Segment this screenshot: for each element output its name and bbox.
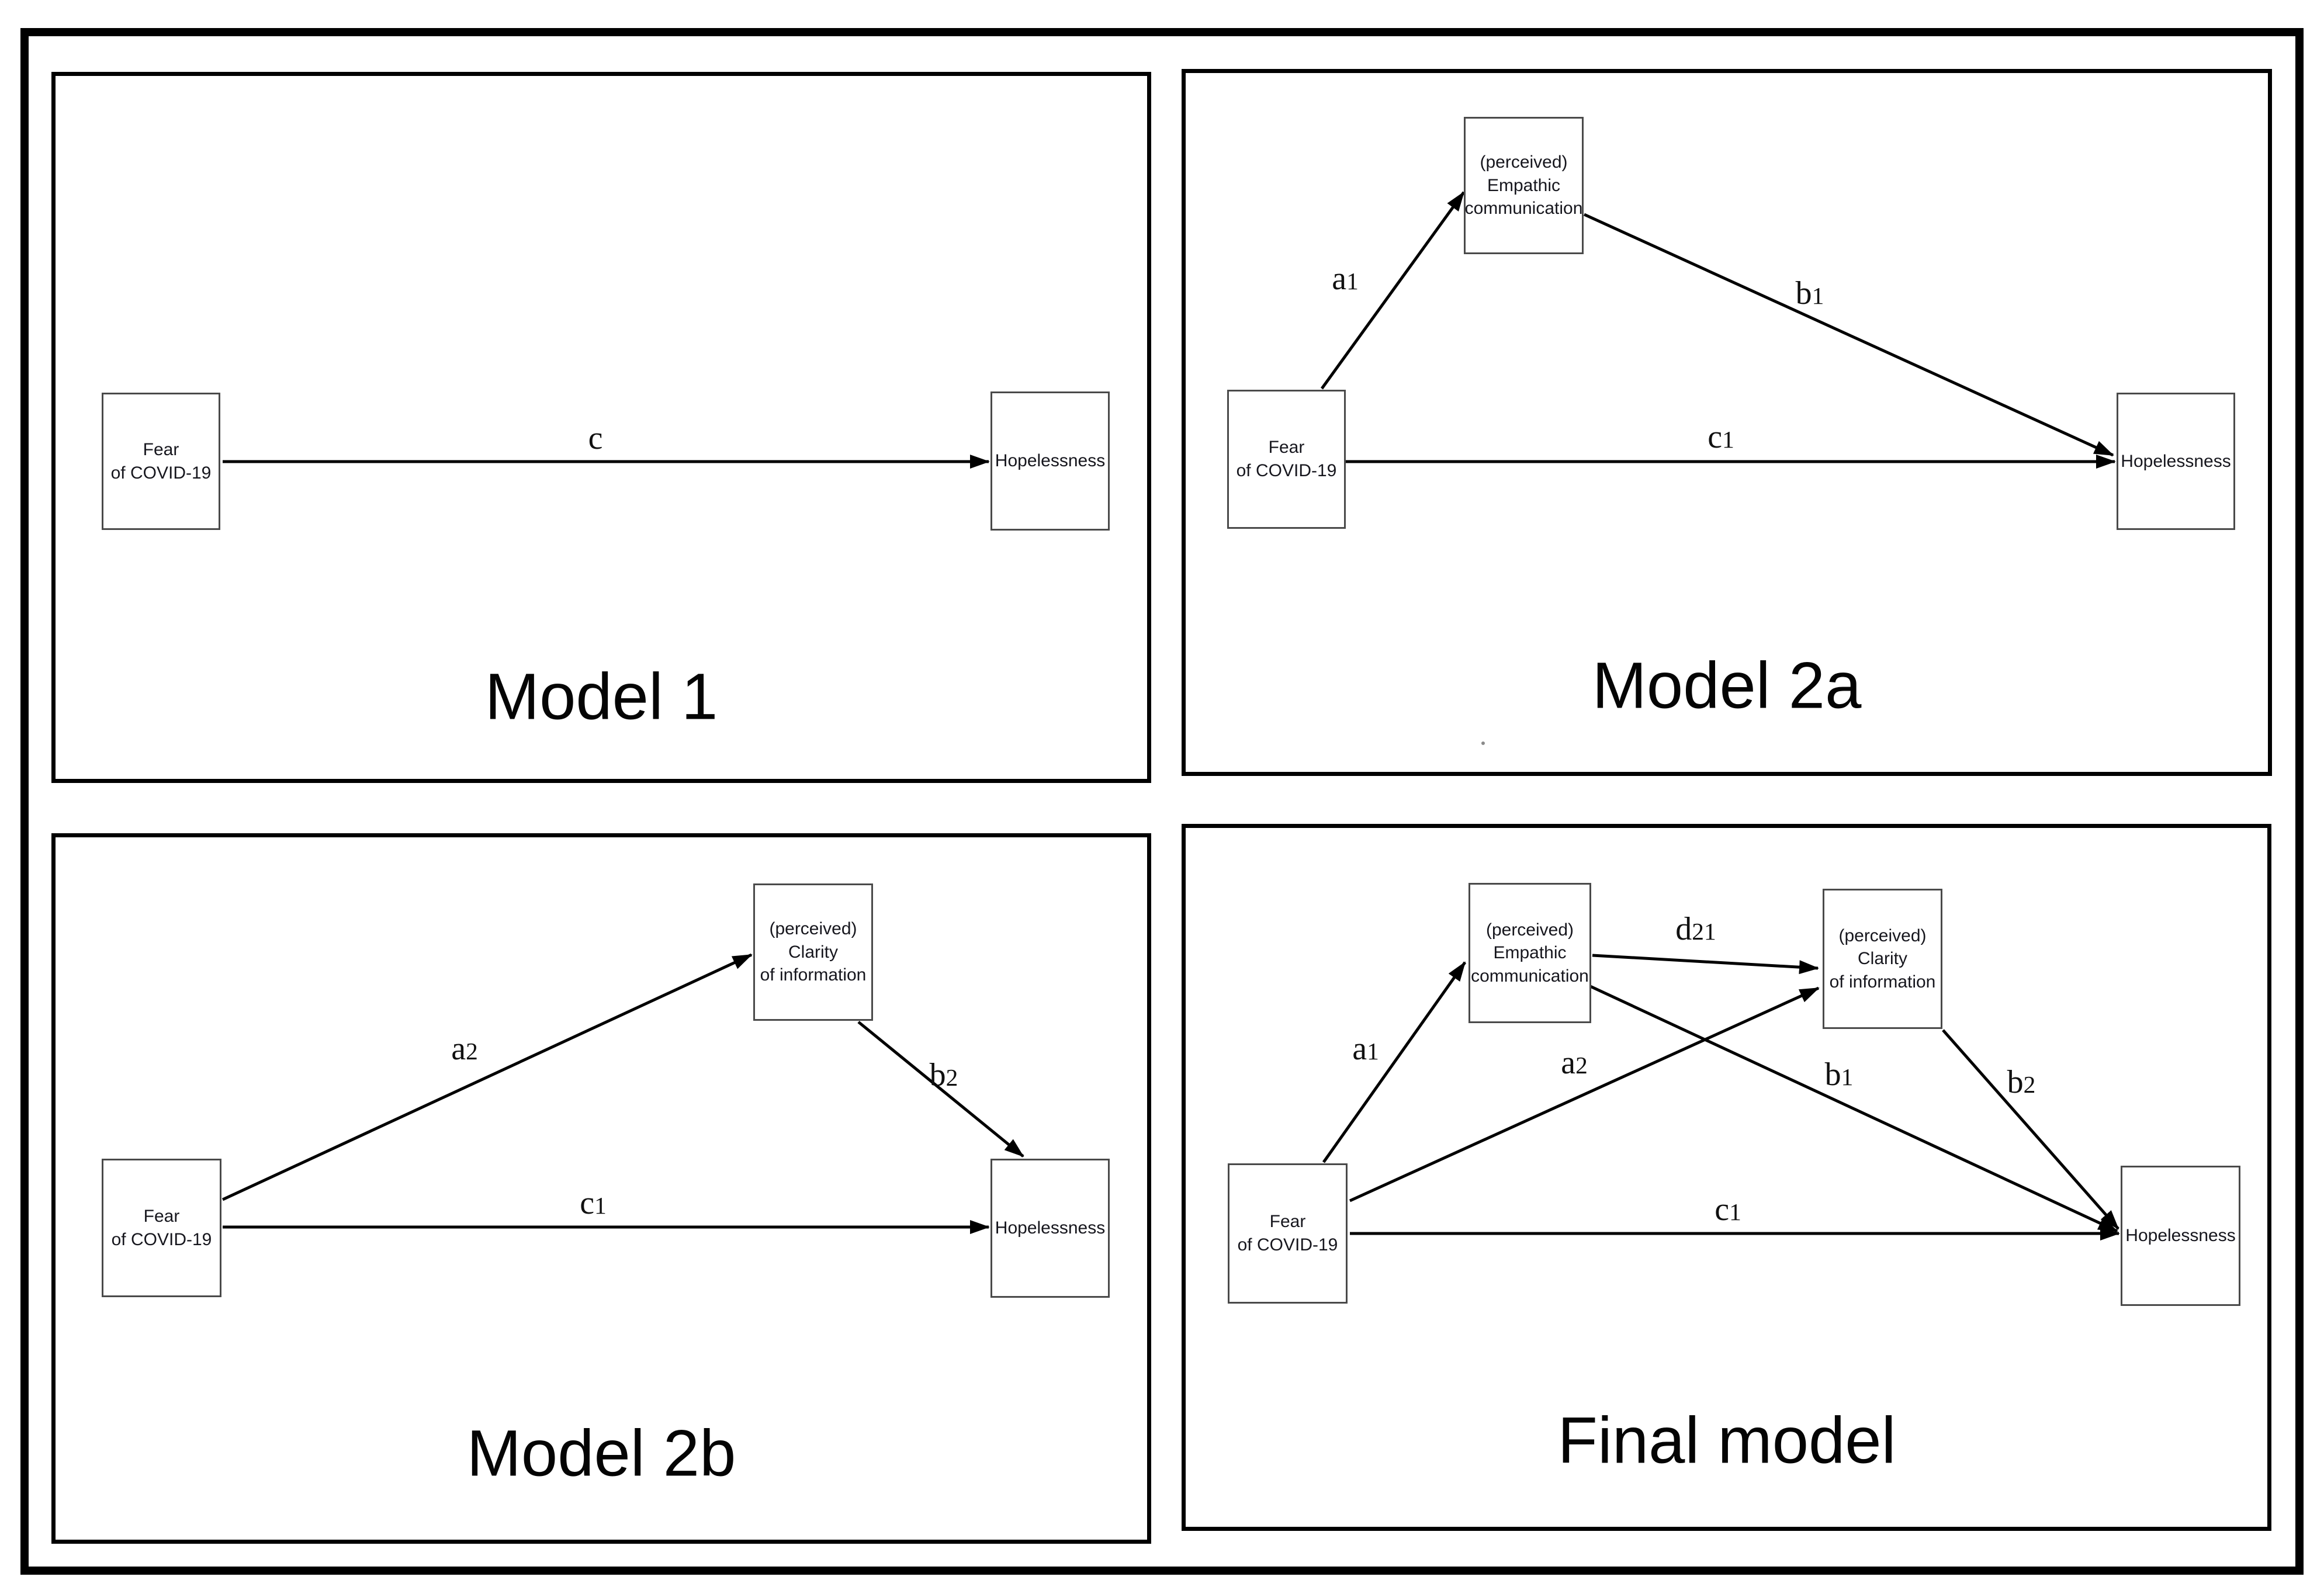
- path-label-c1: c1: [1708, 421, 1734, 453]
- arrow-a1: [1322, 961, 1467, 1163]
- node-fear-of-covid: Fear of COVID-19: [1227, 390, 1346, 529]
- path-label-b2: b2: [930, 1059, 958, 1091]
- arrow-b1: [1583, 213, 2114, 457]
- node-fear-of-covid: Fear of COVID-19: [102, 393, 220, 530]
- path-label-a2-sub: 2: [466, 1038, 478, 1065]
- node-hopelessness: Hopelessness: [2121, 1166, 2240, 1306]
- path-label-c1-main: c: [580, 1185, 595, 1221]
- path-label-c1: c1: [580, 1187, 607, 1219]
- path-label-b2-sub: 2: [945, 1064, 958, 1091]
- path-label-a1-main: a: [1332, 261, 1347, 297]
- panel-title-model-2a: Model 2a: [1592, 649, 1862, 722]
- path-label-c: c: [588, 422, 603, 455]
- panel-model-2a-wires: [1320, 191, 2116, 469]
- panel-title-model-2b: Model 2b: [466, 1416, 736, 1490]
- node-clarity-of-information: (perceived) Clarity of information: [753, 883, 873, 1021]
- path-label-a2-main: a: [1561, 1045, 1576, 1081]
- node-empathic-communication: (perceived) Empathic communication: [1464, 117, 1584, 254]
- panel-model-1: Fear of COVID-19 Hopelessness c Model 1: [51, 72, 1151, 783]
- panel-title-model-1: Model 1: [484, 660, 718, 733]
- path-label-d21-sub: 21: [1692, 918, 1716, 945]
- node-fear-of-covid: Fear of COVID-19: [1228, 1163, 1348, 1304]
- path-label-b1: b1: [1825, 1058, 1854, 1091]
- path-label-b2: b2: [2007, 1066, 2036, 1099]
- path-label-c1-main: c: [1708, 419, 1723, 455]
- path-label-b1-sub: 1: [1841, 1063, 1854, 1090]
- path-label-b1-main: b: [1795, 275, 1812, 311]
- panel-model-2b-wires: [221, 953, 1024, 1234]
- panel-title-final-model: Final model: [1557, 1404, 1896, 1477]
- path-label-d21: d21: [1675, 913, 1716, 945]
- path-label-c1-sub: 1: [1729, 1198, 1741, 1225]
- path-label-b2-sub: 2: [2023, 1071, 2036, 1098]
- path-label-a1-sub: 1: [1367, 1038, 1379, 1065]
- arrow-a2: [221, 953, 753, 1201]
- path-label-a1-sub: 1: [1346, 268, 1359, 294]
- path-label-b2-main: b: [929, 1057, 946, 1093]
- arrow-b1: [1585, 983, 2118, 1233]
- path-label-b1-sub: 1: [1812, 282, 1824, 309]
- path-label-c1: c1: [1715, 1193, 1741, 1226]
- path-label-c-main: c: [588, 420, 603, 456]
- path-label-a1-main: a: [1352, 1031, 1367, 1067]
- node-hopelessness: Hopelessness: [990, 391, 1110, 531]
- panel-final-model-wires: [1322, 954, 2120, 1240]
- arrow-b2: [857, 1021, 1024, 1158]
- path-label-b1: b1: [1796, 277, 1824, 310]
- path-label-b2-main: b: [2007, 1064, 2024, 1100]
- stray-mark: [1481, 741, 1485, 745]
- path-label-a2: a2: [1561, 1047, 1588, 1079]
- path-label-b1-main: b: [1824, 1056, 1841, 1093]
- path-label-a2: a2: [451, 1032, 478, 1065]
- node-empathic-communication: (perceived) Empathic communication: [1468, 883, 1591, 1023]
- path-label-a1: a1: [1352, 1032, 1379, 1065]
- node-clarity-of-information: (perceived) Clarity of information: [1823, 889, 1942, 1029]
- panel-model-2b: Fear of COVID-19 (perceived) Clarity of …: [51, 833, 1151, 1544]
- path-label-d21-main: d: [1675, 911, 1692, 947]
- node-hopelessness: Hopelessness: [990, 1159, 1110, 1298]
- panel-model-2a: Fear of COVID-19 (perceived) Empathic co…: [1182, 69, 2272, 776]
- arrow-d21: [1592, 954, 1819, 975]
- path-label-a2-main: a: [451, 1031, 466, 1067]
- path-label-c1-main: c: [1715, 1191, 1730, 1228]
- path-label-a2-sub: 2: [1575, 1052, 1588, 1079]
- arrow-a1: [1320, 191, 1466, 390]
- node-hopelessness: Hopelessness: [2117, 393, 2235, 530]
- outer-frame: [20, 28, 2304, 1575]
- panel-final-model: Fear of COVID-19 (perceived) Empathic co…: [1182, 824, 2271, 1531]
- path-label-c1-sub: 1: [1722, 426, 1734, 453]
- panel-model-1-wires: [223, 455, 990, 469]
- path-label-c1-sub: 1: [594, 1192, 607, 1219]
- arrow-b2: [1942, 1029, 2119, 1230]
- path-label-a1: a1: [1332, 262, 1359, 295]
- arrow-a2: [1349, 986, 1820, 1203]
- node-fear-of-covid: Fear of COVID-19: [102, 1159, 221, 1297]
